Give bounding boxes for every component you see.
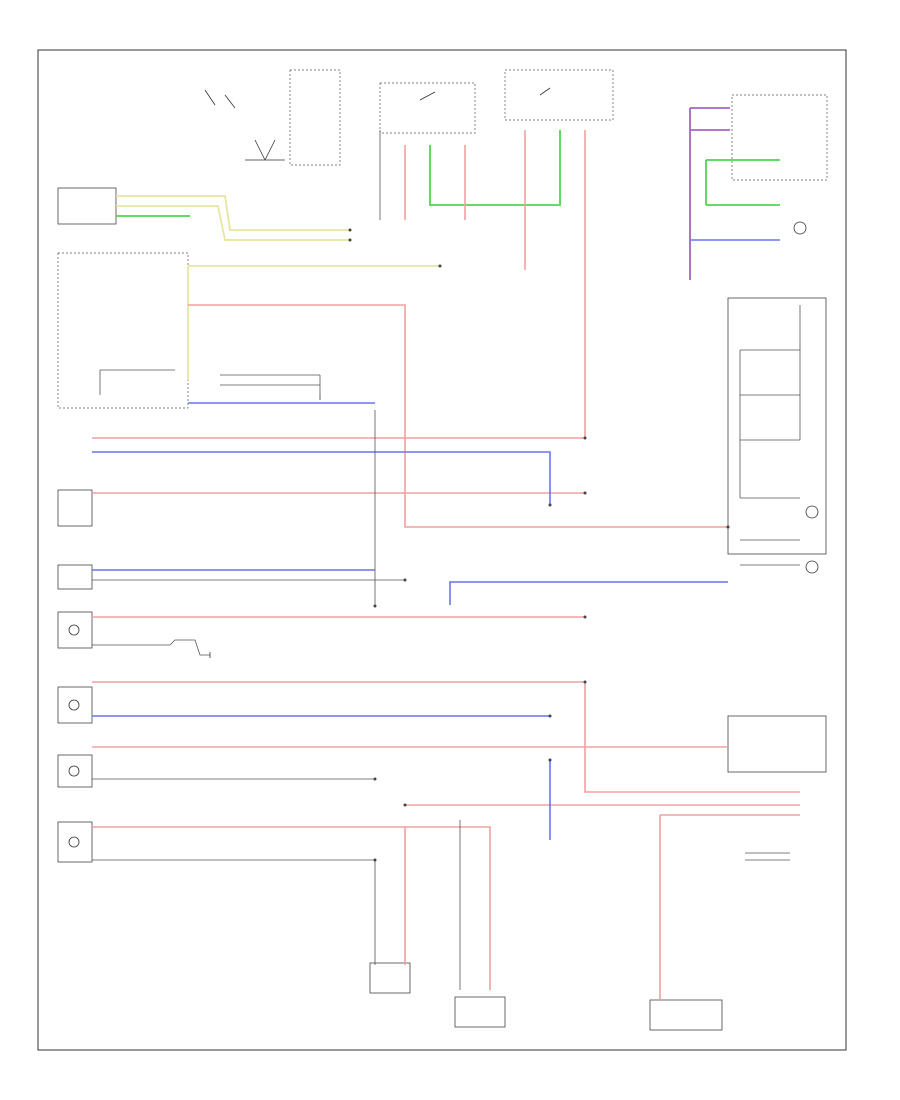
component-box-left-3 — [57, 564, 93, 590]
ground-symbols — [209, 395, 321, 658]
component-box-lamp-4 — [57, 821, 93, 863]
component-box-far-right-top — [731, 94, 828, 181]
sensor-symbol-2 — [805, 505, 819, 519]
diagram-frame — [37, 49, 847, 1051]
wires-blue — [92, 239, 780, 840]
component-box-lamp-1 — [57, 611, 93, 649]
wires-red — [92, 130, 800, 1000]
component-box-top-left — [57, 187, 117, 225]
component-box-bottom-left — [369, 962, 411, 994]
component-box-switch-area — [57, 252, 189, 409]
component-box-lamp-3 — [57, 754, 93, 788]
sensor-symbol-3 — [805, 560, 819, 574]
component-box-top-center — [289, 69, 341, 166]
component-box-lamp-2 — [57, 686, 93, 724]
switch-glyphs — [204, 87, 551, 161]
wires-yellow — [116, 195, 440, 380]
component-box-relay — [379, 82, 476, 134]
lamp-symbols — [68, 624, 80, 848]
wires-black — [92, 130, 801, 990]
component-box-bottom-right — [649, 999, 723, 1031]
connector-dots — [348, 228, 730, 862]
component-box-right-small — [727, 715, 827, 773]
wires-purple — [689, 107, 730, 280]
component-box-cluster — [57, 489, 93, 527]
wires-green — [116, 130, 780, 217]
component-box-top-right — [504, 69, 614, 121]
component-box-bottom-center — [454, 996, 506, 1028]
sensor-symbol — [793, 221, 807, 235]
component-box-right-module — [727, 297, 827, 555]
